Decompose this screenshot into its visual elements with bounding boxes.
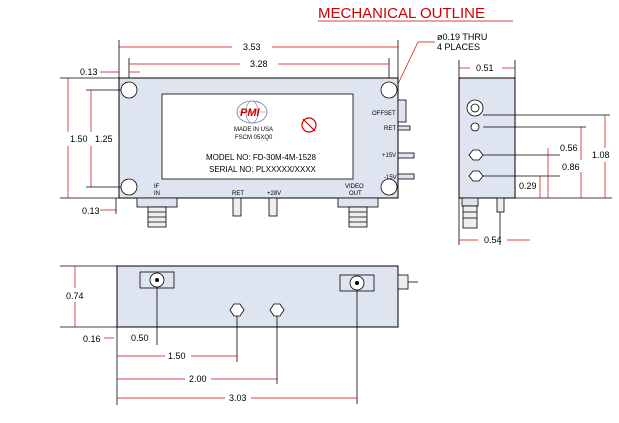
dim-hole-offset-y: 0.13 bbox=[82, 206, 100, 216]
dim-hole-spacing-x: 3.28 bbox=[250, 59, 268, 69]
dim-050: 0.50 bbox=[131, 333, 149, 343]
model-number: MODEL NO: FD-30M-4M-1528 bbox=[206, 153, 317, 162]
made-in-text: MADE IN USA bbox=[234, 127, 273, 133]
port-video-label-2: OUT bbox=[349, 191, 362, 197]
dim-054: 0.54 bbox=[484, 235, 502, 245]
side-view-body bbox=[458, 77, 516, 199]
dim-074: 0.74 bbox=[66, 291, 84, 301]
serial-number: SERIAL NO: PLXXXXX/XXXX bbox=[209, 165, 317, 174]
hole-note-line1: ø0.19 THRU bbox=[437, 32, 487, 42]
drawing-title: MECHANICAL OUTLINE bbox=[318, 5, 485, 22]
dim-303: 3.03 bbox=[229, 393, 247, 403]
dim-056: 0.56 bbox=[560, 143, 578, 153]
dim-051: 0.51 bbox=[476, 63, 494, 73]
dim-086: 0.86 bbox=[562, 162, 580, 172]
port-video-label-1: VIDEO bbox=[345, 184, 364, 190]
top-view: 3.53 3.28 0.13 PMI MADE IN USA FSCM 05XQ… bbox=[60, 40, 415, 228]
port-plus28: +28V bbox=[267, 191, 281, 197]
dim-overall-height: 1.50 bbox=[70, 134, 88, 144]
dim-016: 0.16 bbox=[83, 334, 101, 344]
side-view: 0.51 1.08 0.86 0.56 0.29 0.54 bbox=[458, 60, 612, 245]
dim-150: 1.50 bbox=[168, 351, 186, 361]
mount-hole-br bbox=[380, 178, 398, 196]
dim-200: 2.00 bbox=[189, 374, 207, 384]
mount-hole-bl bbox=[120, 178, 138, 196]
dim-hole-offset-x: 0.13 bbox=[80, 67, 98, 77]
port-if-label-2: IN bbox=[154, 191, 160, 197]
dim-overall-width: 3.53 bbox=[243, 42, 261, 52]
bottom-view: 0.74 0.16 0.50 1.50 2.00 3.03 bbox=[60, 265, 418, 405]
port-ret-side: RET bbox=[384, 126, 396, 132]
port-if-label-1: IF bbox=[154, 184, 160, 190]
port-offset: OFFSET bbox=[372, 111, 396, 117]
dim-hole-spacing-y: 1.25 bbox=[95, 134, 113, 144]
port-ret: RET bbox=[232, 191, 244, 197]
port-minus15: -15V bbox=[384, 175, 397, 181]
dim-029: 0.29 bbox=[519, 181, 537, 191]
fscm-text: FSCM 05XQ0 bbox=[235, 135, 273, 141]
mount-hole-tr bbox=[380, 81, 398, 99]
esd-symbol-icon bbox=[301, 117, 317, 133]
hole-note-line2: 4 PLACES bbox=[437, 42, 480, 52]
port-plus15: +15V bbox=[382, 153, 396, 159]
dim-108: 1.08 bbox=[592, 150, 610, 160]
mount-hole-tl bbox=[120, 81, 138, 99]
logo-text: PMI bbox=[240, 107, 261, 119]
